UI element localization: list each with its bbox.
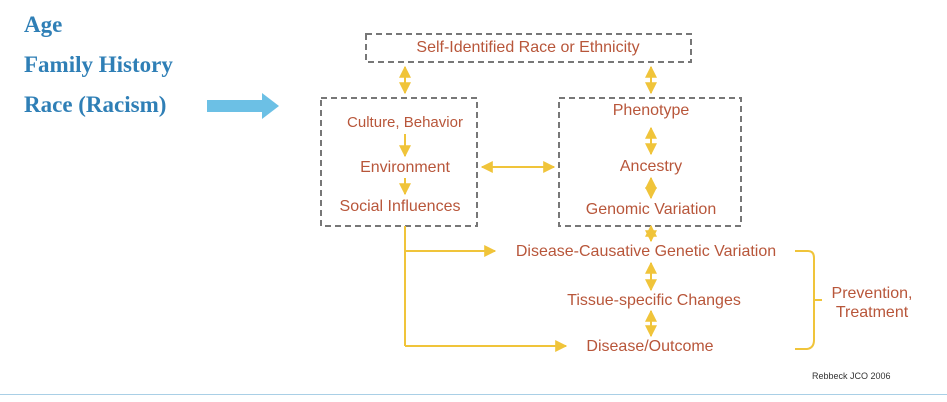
social-influences-label: Social Influences [339,198,461,215]
sidebar-item-age: Age [24,12,63,37]
prevention-bracket [795,250,815,350]
culture-behavior-label: Culture, Behavior [347,114,463,131]
self-identified-box [365,33,692,63]
sidebar-item-family-history: Family History [24,52,173,77]
genomic-variation-label: Genomic Variation [585,201,717,218]
blue-arrow-icon [207,93,279,119]
environment-label: Environment [360,159,450,176]
disease-outcome-label: Disease/Outcome [586,338,714,355]
sidebar-item-race: Race (Racism) [24,92,167,117]
treatment-label: Treatment [835,304,909,321]
social-factors-box [320,97,478,227]
citation: Rebbeck JCO 2006 [812,371,891,381]
connectors [399,65,822,352]
self-identified-label: Self-Identified Race or Ethnicity [416,39,640,56]
bottom-divider [0,394,947,395]
ancestry-label: Ancestry [619,158,683,175]
prevention-label: Prevention, [831,285,913,302]
disease-causative-label: Disease-Causative Genetic Variation [515,243,777,260]
phenotype-label: Phenotype [612,102,690,119]
tissue-changes-label: Tissue-specific Changes [567,292,741,309]
